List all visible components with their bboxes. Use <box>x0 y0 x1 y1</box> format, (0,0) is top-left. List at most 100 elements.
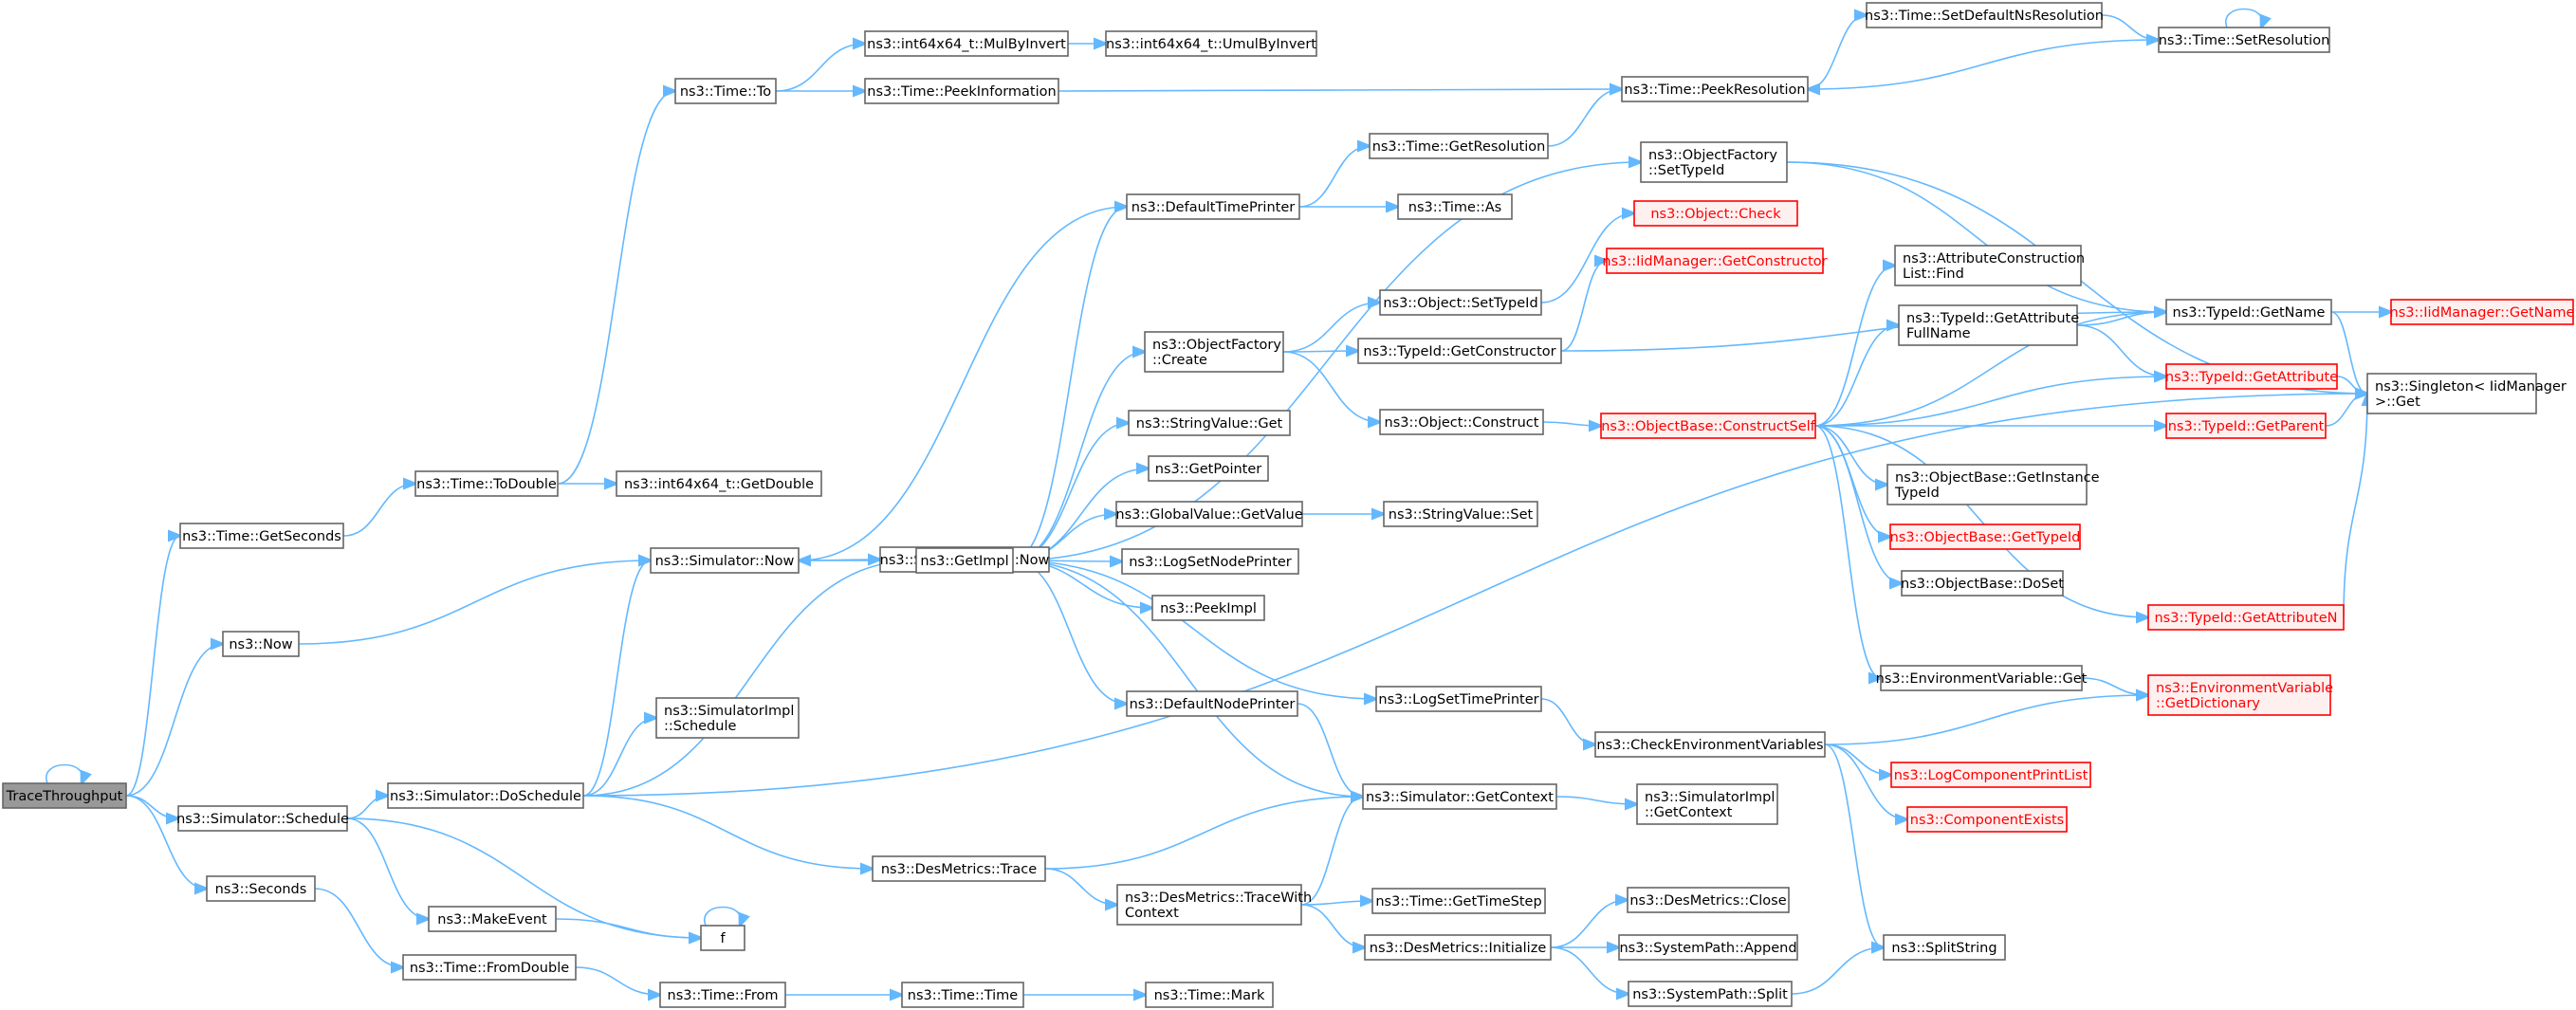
node-seconds[interactable]: ns3::Seconds <box>206 875 316 902</box>
edge-simdosched-to-singleton <box>582 394 2367 797</box>
node-simgetctx[interactable]: ns3::Simulator::GetContext <box>1362 783 1557 810</box>
node-tidgetctor[interactable]: ns3::TypeId::GetConstructor <box>1357 338 1562 364</box>
node-now[interactable]: ns3::Now <box>222 631 300 657</box>
node-strvalget[interactable]: ns3::StringValue::Get <box>1128 410 1291 436</box>
node-tt[interactable]: TraceThroughput <box>2 782 127 809</box>
node-label: ns3::DefaultTimePrinter <box>1132 200 1295 215</box>
node-defnodeprinter[interactable]: ns3::DefaultNodePrinter <box>1126 690 1298 717</box>
node-simdosched[interactable]: ns3::Simulator::DoSchedule <box>387 782 584 809</box>
node-label: ns3::Simulator::GetContext <box>1366 790 1554 805</box>
node-box <box>177 805 348 832</box>
edge-desmtracewith-to-gettimestep <box>1300 901 1372 905</box>
node-simimplgetctx[interactable]: ns3::SimulatorImpl::GetContext <box>1636 783 1778 825</box>
node-objcheck[interactable]: ns3::Object::Check <box>1633 200 1798 227</box>
node-checkenv[interactable]: ns3::CheckEnvironmentVariables <box>1594 731 1826 758</box>
node-todouble[interactable]: ns3::Time::ToDouble <box>414 470 559 497</box>
node-timefrom[interactable]: ns3::Time::From <box>659 982 786 1008</box>
node-tidgetname[interactable]: ns3::TypeId::GetName <box>2165 299 2332 325</box>
node-box <box>1898 304 2078 346</box>
node-box <box>1105 30 1317 57</box>
node-getimpl[interactable]: ns3::GetImpl <box>915 547 1014 574</box>
node-syspathappend[interactable]: ns3::SystemPath::Append <box>1618 934 1798 961</box>
node-gvgetvalue[interactable]: ns3::GlobalValue::GetValue <box>1115 501 1303 527</box>
node-obdoset[interactable]: ns3::ObjectBase::DoSet <box>1901 570 2064 597</box>
node-box <box>387 782 584 809</box>
node-desmtrace[interactable]: ns3::DesMetrics::Trace <box>872 855 1046 882</box>
node-logsettime[interactable]: ns3::LogSetTimePrinter <box>1375 686 1542 712</box>
node-label: TypeId <box>1894 486 1940 501</box>
node-timemark[interactable]: ns3::Time::Mark <box>1145 982 1274 1008</box>
node-box <box>179 523 344 549</box>
node-timeto[interactable]: ns3::Time::To <box>674 78 777 104</box>
node-timeas[interactable]: ns3::Time::As <box>1397 193 1513 220</box>
node-objsettypeid[interactable]: ns3::Object::SetTypeId <box>1379 289 1542 316</box>
node-peekinfo[interactable]: ns3::Time::PeekInformation <box>864 78 1059 104</box>
node-box <box>2158 27 2330 53</box>
node-box <box>901 982 1024 1008</box>
node-label: ns3::int64x64_t::MulByInvert <box>867 37 1066 52</box>
node-singleton[interactable]: ns3::Singleton< IidManager >::Get <box>2366 373 2567 414</box>
node-ofsettypeid[interactable]: ns3::ObjectFactory::SetTypeId <box>1640 141 1788 183</box>
node-getres[interactable]: ns3::Time::GetResolution <box>1369 133 1549 159</box>
node-simnow[interactable]: ns3::Simulator::Now <box>650 547 800 574</box>
node-logcompprint[interactable]: ns3::LogComponentPrintList <box>1890 762 2091 788</box>
edge-getsec-to-todouble <box>342 484 415 537</box>
edge-envget-to-envgetdict <box>2081 677 2148 695</box>
node-getpointer[interactable]: ns3::GetPointer <box>1148 455 1269 482</box>
node-deftimeprinter[interactable]: ns3::DefaultTimePrinter <box>1126 193 1300 220</box>
node-label: ns3::DefaultNodePrinter <box>1130 697 1296 712</box>
node-setres[interactable]: ns3::Time::SetResolution <box>2158 27 2330 53</box>
node-iidgetctor[interactable]: ns3::IidManager::GetConstructor <box>1602 248 1828 274</box>
node-obconstructself[interactable]: ns3::ObjectBase::ConstructSelf <box>1600 413 1816 439</box>
node-desmclose[interactable]: ns3::DesMetrics::Close <box>1627 887 1790 913</box>
edge-todouble-to-timeto <box>557 91 675 485</box>
node-envgetdict[interactable]: ns3::EnvironmentVariable::GetDictionary <box>2147 674 2333 716</box>
node-getdouble[interactable]: ns3::int64x64_t::GetDouble <box>616 470 822 497</box>
node-objconstruct[interactable]: ns3::Object::Construct <box>1379 409 1544 435</box>
node-tidgetparent[interactable]: ns3::TypeId::GetParent <box>2165 413 2327 439</box>
node-envget[interactable]: ns3::EnvironmentVariable::Get <box>1876 665 2088 691</box>
node-tidgetattrn[interactable]: ns3::TypeId::GetAttributeN <box>2147 604 2345 631</box>
node-timetime[interactable]: ns3::Time::Time <box>901 982 1024 1008</box>
node-label: ns3::LogSetTimePrinter <box>1378 692 1538 707</box>
node-box <box>1618 934 1798 961</box>
node-iidgetname[interactable]: ns3::IidManager::GetName <box>2390 299 2575 325</box>
node-box <box>222 631 300 657</box>
node-mulbyinv[interactable]: ns3::int64x64_t::MulByInvert <box>864 30 1069 57</box>
node-label: ns3::GetImpl <box>920 554 1008 569</box>
node-getsec[interactable]: ns3::Time::GetSeconds <box>179 523 344 549</box>
edge-desmtrace-to-simgetctx <box>1044 797 1363 870</box>
node-box <box>1148 455 1269 482</box>
node-makeevent[interactable]: ns3::MakeEvent <box>428 906 557 932</box>
node-label: ns3::ObjectFactory <box>1152 338 1281 353</box>
node-logsetnode[interactable]: ns3::LogSetNodePrinter <box>1121 548 1299 575</box>
node-box <box>1364 934 1552 961</box>
node-peekres[interactable]: ns3::Time::PeekResolution <box>1621 76 1809 102</box>
node-simsched[interactable]: ns3::Simulator::Schedule <box>176 805 349 832</box>
edge-obconstructself-to-tidgetname <box>1814 312 2166 427</box>
node-compexists[interactable]: ns3::ComponentExists <box>1906 806 2068 833</box>
node-obgettypeid[interactable]: ns3::ObjectBase::GetTypeId <box>1889 523 2081 550</box>
edge-obconstructself-to-obgetinst <box>1814 425 1887 485</box>
node-umulbyinv[interactable]: ns3::int64x64_t::UmulByInvert <box>1105 30 1317 57</box>
node-gettimestep[interactable]: ns3::Time::GetTimeStep <box>1371 888 1546 914</box>
node-label: ns3::Now <box>229 637 292 652</box>
node-desminit[interactable]: ns3::DesMetrics::Initialize <box>1364 934 1552 961</box>
edge-seconds-to-fromdouble <box>314 888 403 967</box>
node-f[interactable]: f <box>700 925 745 951</box>
node-syspathsplit[interactable]: ns3::SystemPath::Split <box>1628 981 1793 1007</box>
node-strvalset[interactable]: ns3::StringValue::Set <box>1383 501 1538 527</box>
node-setdefns[interactable]: ns3::Time::SetDefaultNsResolution <box>1865 2 2104 28</box>
node-peekimpl[interactable]: ns3::PeekImpl <box>1151 595 1265 621</box>
edge-simdosched-to-simnow <box>582 560 651 797</box>
node-tidgetattr[interactable]: ns3::TypeId::GetAttribute <box>2165 363 2338 390</box>
node-simimplsched[interactable]: ns3::SimulatorImpl::Schedule <box>655 697 800 739</box>
node-splitstring[interactable]: ns3::SplitString <box>1883 934 2006 961</box>
edge-desmtracewith-to-desminit <box>1300 904 1365 947</box>
node-ofcreate[interactable]: ns3::ObjectFactory::Create <box>1144 331 1284 373</box>
node-fromdouble[interactable]: ns3::Time::FromDouble <box>402 954 577 981</box>
